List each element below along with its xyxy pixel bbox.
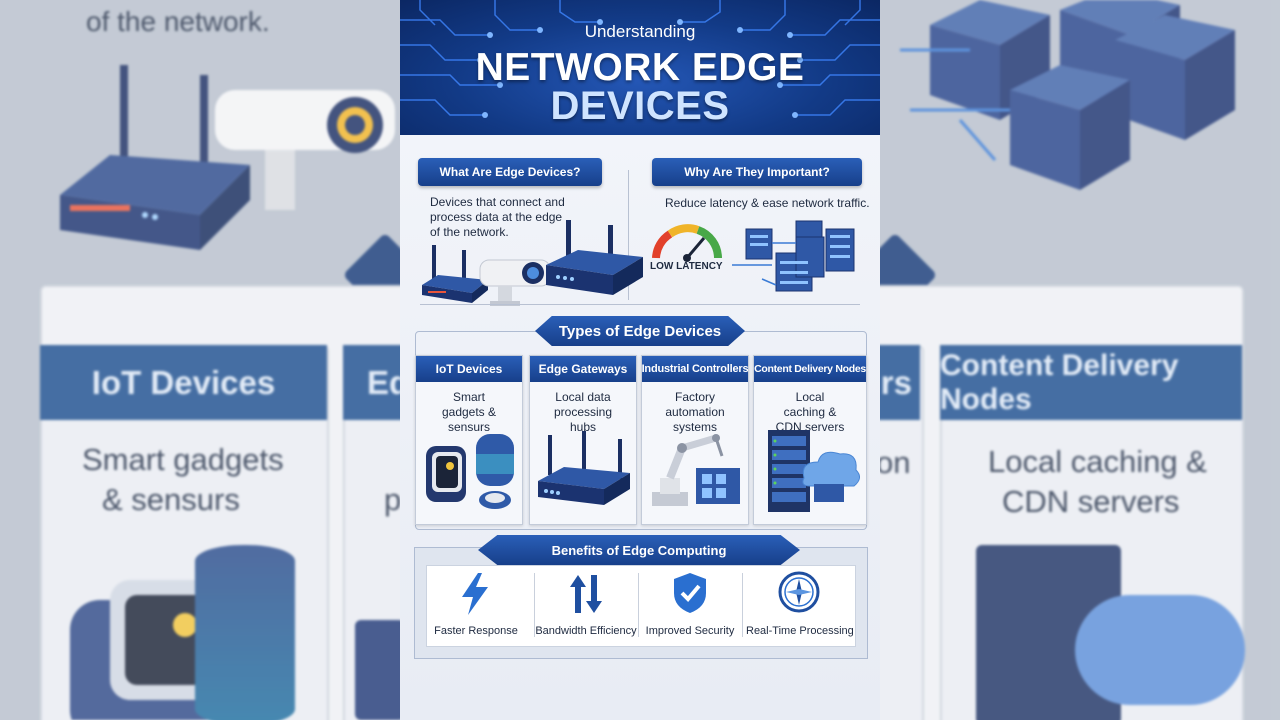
type-card-iot: IoT Devices Smart gadgets & sensurs [415, 355, 523, 525]
bg-left-card-partial-title: Ed [343, 345, 400, 420]
header-banner: Understanding NETWORK EDGE DEVICES [400, 0, 880, 135]
type-desc-iot: Smart gadgets & sensurs [441, 390, 497, 434]
top-divider [420, 304, 860, 305]
bg-router2-shape [355, 620, 400, 720]
benefit-security: Improved Security [638, 565, 742, 645]
left-background-panel: of the network. IoT Devices Smart gadget… [0, 0, 400, 720]
types-title: Types of Edge Devices [535, 316, 745, 346]
benefit-label-bandwidth: Bandwidth Efficiency [535, 625, 637, 637]
bg-left-card-partial-text: p [384, 482, 400, 517]
type-title-gateways: Edge Gateways [530, 356, 636, 382]
benefit-separator-3 [742, 573, 743, 637]
benefit-separator-1 [534, 573, 535, 637]
benefit-label-security: Improved Security [645, 625, 735, 637]
bg-router-icon [60, 65, 250, 250]
type-title-iot: IoT Devices [416, 356, 522, 382]
header-title-line1: NETWORK EDGE [475, 46, 805, 89]
gateway-router-icon [538, 431, 630, 505]
low-latency-label: LOW LATENCY [650, 261, 723, 272]
bg-left-card-desc-1: Smart gadgets [82, 442, 284, 477]
bg-right-card-partial-title: rs [880, 345, 920, 420]
header-subtitle: Understanding [584, 22, 696, 41]
benefit-realtime: Real-Time Processing [746, 565, 854, 645]
bg-left-top-text: of the network. [86, 6, 270, 37]
bg-camera-icon [215, 90, 395, 210]
type-title-industrial: Industrial Controllers [642, 356, 749, 382]
type-desc-industrial: Factory automation systems [665, 390, 725, 434]
type-card-gateways: Edge Gateways Local data processing hubs [529, 355, 637, 525]
bg-right-card-desc-2: CDN servers [1002, 484, 1180, 519]
benefit-bandwidth: Bandwidth Efficiency [534, 565, 638, 645]
what-title: What Are Edge Devices? [418, 158, 602, 186]
type-desc-gateways: Local data processing hubs [553, 390, 613, 434]
bg-right-card-desc-1: Local caching & [988, 444, 1207, 479]
bg-left-card-desc-2: & sensurs [102, 482, 240, 517]
benefit-label-faster: Faster Response [434, 625, 518, 637]
what-vertical-divider [628, 170, 629, 300]
shield-check-icon [674, 573, 706, 613]
bg-right-card-title: Content Delivery Nodes [940, 345, 1242, 420]
benefit-faster-response: Faster Response [424, 565, 528, 645]
bg-cylinder-shape [195, 545, 295, 720]
benefits-title: Benefits of Edge Computing [478, 535, 800, 565]
robot-arm-icon [652, 434, 740, 506]
header-title-line2: DEVICES [550, 84, 730, 128]
benefit-label-realtime: Real-Time Processing [746, 625, 854, 637]
type-title-cdn: Content Delivery Nodes [754, 356, 866, 382]
bg-right-card-partial-text: on [880, 445, 911, 480]
lightning-icon [462, 573, 488, 615]
benefit-separator-2 [638, 573, 639, 637]
circuit-pattern [400, 0, 880, 118]
bg-left-card-title: IoT Devices [40, 345, 327, 420]
edge-devices-illustration [422, 220, 643, 306]
latency-gauge-icon [652, 224, 722, 262]
compass-icon [778, 571, 820, 613]
cdn-server-cloud-icon [768, 430, 860, 512]
bg-servers-icon [900, 0, 1235, 190]
updown-arrows-icon [570, 575, 602, 613]
right-background-panel: rs on Content Delivery Nodes Local cachi… [880, 0, 1280, 720]
what-desc: Devices that connect and process data at… [430, 195, 565, 239]
type-card-industrial: Industrial Controllers Factory automatio… [641, 355, 749, 525]
type-card-cdn: Content Delivery Nodes Local caching & C… [753, 355, 867, 525]
server-cluster-icon [732, 220, 855, 292]
infographic-poster: Understanding NETWORK EDGE DEVICES What … [400, 0, 880, 720]
bg-cloud-shape [1075, 595, 1245, 705]
smartwatch-icon [426, 434, 514, 509]
why-desc: Reduce latency & ease network traffic. [665, 196, 870, 210]
why-title: Why Are They Important? [652, 158, 862, 186]
